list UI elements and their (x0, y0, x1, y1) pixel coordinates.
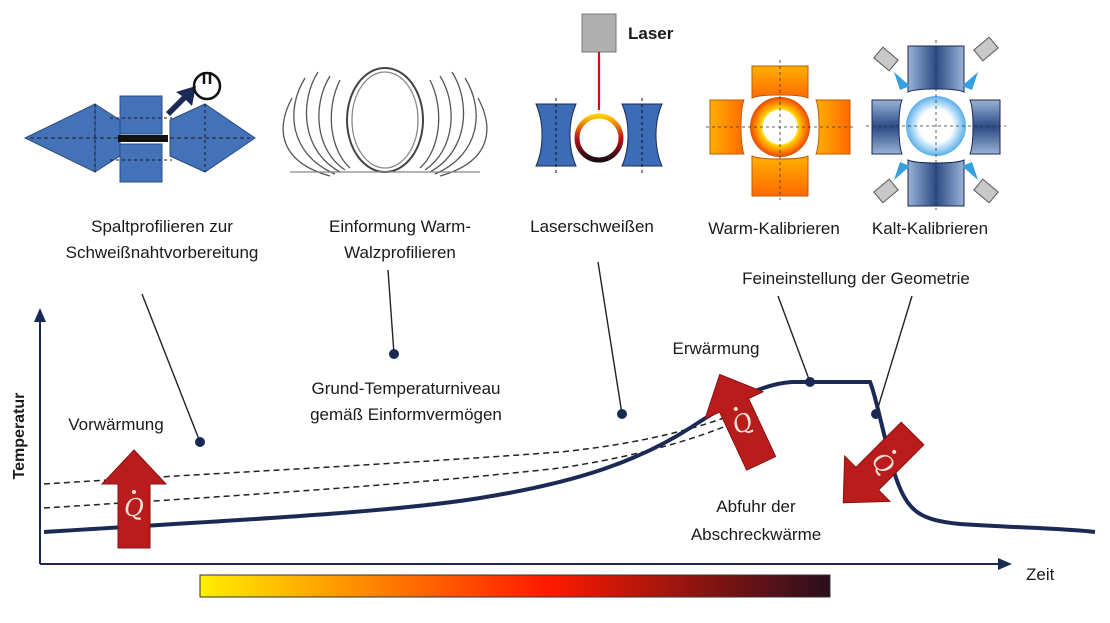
annotation-abfuhr-line2: Abschreckwärme (691, 525, 821, 544)
y-axis-label: Temperatur (11, 393, 28, 480)
stage-label-spalt-line1: Spaltprofilieren zur (91, 217, 233, 236)
heat-arrow-erwaermung: Q (704, 373, 777, 471)
leader-lines (141, 261, 913, 447)
stage-label-einform-line2: Walzprofilieren (344, 243, 456, 262)
laser-label: Laser (628, 24, 674, 43)
stage-label-laser: Laserschweißen (530, 217, 654, 236)
annotation-vorwaermung: Vorwärmung (68, 415, 163, 434)
x-axis-label: Zeit (1026, 565, 1055, 584)
stage-label-einform-line1: Einformung Warm- (329, 217, 471, 236)
heat-symbol-1: Q (124, 494, 144, 522)
annotation-abfuhr-line1: Abfuhr der (716, 497, 796, 516)
chart-axes: Temperatur Zeit (11, 308, 1055, 584)
spaltprofilieren-icon (23, 71, 256, 183)
stage-label-spalt-line2: Schweißnahtvorbereitung (66, 243, 259, 262)
kalt-kalibrieren-icon (866, 36, 1006, 210)
temperature-color-bar (199, 574, 831, 598)
annotation-grund-line2: gemäß Einformvermögen (310, 405, 502, 424)
annotation-erwaermung: Erwärmung (673, 339, 760, 358)
stage-label-kalt: Kalt-Kalibrieren (872, 219, 988, 238)
annotation-grund-line1: Grund-Temperaturniveau (312, 379, 501, 398)
warm-kalibrieren-icon (706, 60, 854, 200)
heat-arrow-vorwaermung: Q (100, 449, 168, 549)
annotation-feineinstellung: Feineinstellung der Geometrie (742, 269, 970, 288)
temperature-curves (43, 380, 1096, 534)
laser-weld-icon: Laser (535, 13, 674, 174)
heat-arrow-abfuhr: Q (842, 421, 925, 504)
stage-label-warm: Warm-Kalibrieren (708, 219, 840, 238)
einformung-icon (282, 67, 488, 177)
